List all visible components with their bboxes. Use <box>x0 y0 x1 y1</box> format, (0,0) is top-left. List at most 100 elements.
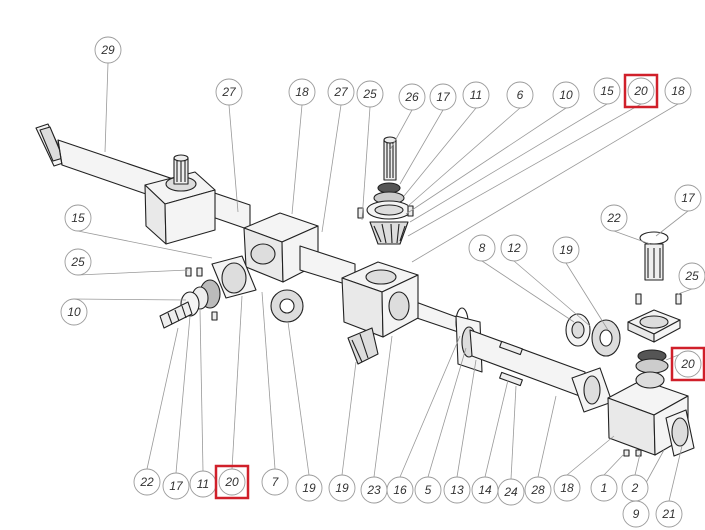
callout-11: 11 <box>462 81 490 109</box>
leader-lines <box>73 62 693 502</box>
leader-line-27 <box>321 104 342 233</box>
callout-bubble <box>133 468 161 496</box>
callout-bubble <box>64 248 92 276</box>
callout-number: 25 <box>70 255 85 269</box>
callout-number: 1 <box>601 481 608 495</box>
leader-line-17 <box>399 109 444 185</box>
callout-number: 22 <box>139 475 154 489</box>
callout-28: 28 <box>524 476 552 504</box>
part-bevel-gear-center <box>347 327 379 365</box>
callout-bubble <box>443 476 471 504</box>
callout-number: 27 <box>221 85 237 99</box>
leader-line-25 <box>361 106 371 221</box>
callout-number: 9 <box>633 507 640 521</box>
callout-number: 27 <box>333 85 349 99</box>
highlight-box <box>670 346 705 382</box>
leader-line-1 <box>603 453 625 476</box>
callout-bubble <box>664 77 692 105</box>
callout-20: 20 <box>670 346 705 382</box>
leader-line-25 <box>677 288 693 295</box>
callout-21: 21 <box>655 500 683 528</box>
callout-bubble <box>627 77 655 105</box>
callout-1: 1 <box>590 474 618 502</box>
callout-bubble <box>678 262 705 290</box>
callout-number: 19 <box>302 481 316 495</box>
callout-bubble <box>327 78 355 106</box>
leader-line-27 <box>228 104 239 213</box>
part-left-gearbox <box>144 154 216 245</box>
callout-number: 10 <box>67 305 81 319</box>
callout-number: 15 <box>600 84 614 98</box>
callout-bubble <box>162 472 190 500</box>
callout-12: 12 <box>500 234 528 262</box>
callout-bubble <box>497 478 525 506</box>
highlight-box <box>623 73 659 109</box>
callout-number: 21 <box>661 507 675 521</box>
leader-line-14 <box>484 379 509 478</box>
part-small-screws <box>185 205 682 457</box>
callout-number: 28 <box>530 483 545 497</box>
callout-number: 25 <box>362 87 377 101</box>
part-disc-gear-set <box>565 313 621 357</box>
callout-bubble <box>552 81 580 109</box>
callout-bubble <box>64 204 92 232</box>
callout-bubble <box>500 234 528 262</box>
callout-number: 22 <box>606 211 621 225</box>
callout-bubble <box>462 81 490 109</box>
callout-bubble <box>622 500 650 528</box>
callout-18: 18 <box>288 78 316 106</box>
callout-bubble <box>468 234 496 262</box>
callout-number: 18 <box>560 481 574 495</box>
callout-number: 17 <box>169 479 184 493</box>
leader-line-25 <box>77 269 189 276</box>
callout-number: 23 <box>366 483 381 497</box>
callout-bubble <box>261 468 289 496</box>
part-bevel-gear-left <box>270 289 304 323</box>
leader-line-19 <box>341 361 357 476</box>
callout-number: 20 <box>224 475 239 489</box>
part-end-flange-29 <box>35 123 67 167</box>
callout-22: 22 <box>133 468 161 496</box>
leader-line-18 <box>291 104 303 215</box>
callout-bubble <box>524 476 552 504</box>
leader-line-10 <box>405 107 567 215</box>
leader-line-17 <box>655 210 689 237</box>
parts-layer <box>35 123 695 457</box>
leader-line-20 <box>407 103 642 237</box>
leader-line-18 <box>566 435 615 476</box>
callout-29: 29 <box>94 36 122 64</box>
callout-bubble <box>94 36 122 64</box>
callout-16: 16 <box>386 476 414 504</box>
leader-line-13 <box>456 359 477 478</box>
callout-number: 11 <box>197 477 209 491</box>
callout-number: 24 <box>503 485 518 499</box>
callout-number: 20 <box>633 84 648 98</box>
callout-14: 14 <box>471 476 499 504</box>
callout-bubble <box>288 78 316 106</box>
leader-line-17 <box>175 315 191 474</box>
callout-number: 19 <box>559 243 573 257</box>
callout-number: 12 <box>507 241 521 255</box>
callout-number: 13 <box>450 483 464 497</box>
callout-number: 19 <box>335 481 349 495</box>
callout-bubble <box>386 476 414 504</box>
leader-line-15 <box>409 103 608 223</box>
part-top-input-assembly <box>366 136 412 245</box>
callout-18: 18 <box>664 77 692 105</box>
part-bolts <box>499 340 523 387</box>
callout-number: 2 <box>631 481 639 495</box>
callout-10: 10 <box>60 298 88 326</box>
callout-bubble <box>553 474 581 502</box>
callout-27: 27 <box>215 78 243 106</box>
leader-line-23 <box>373 335 393 478</box>
callout-25: 25 <box>356 80 384 108</box>
callout-27: 27 <box>327 78 355 106</box>
callout-number: 29 <box>100 43 115 57</box>
leader-line-7 <box>261 291 276 470</box>
callout-22: 22 <box>600 204 628 232</box>
callout-5: 5 <box>414 476 442 504</box>
callout-number: 14 <box>478 483 492 497</box>
callout-number: 26 <box>404 90 419 104</box>
